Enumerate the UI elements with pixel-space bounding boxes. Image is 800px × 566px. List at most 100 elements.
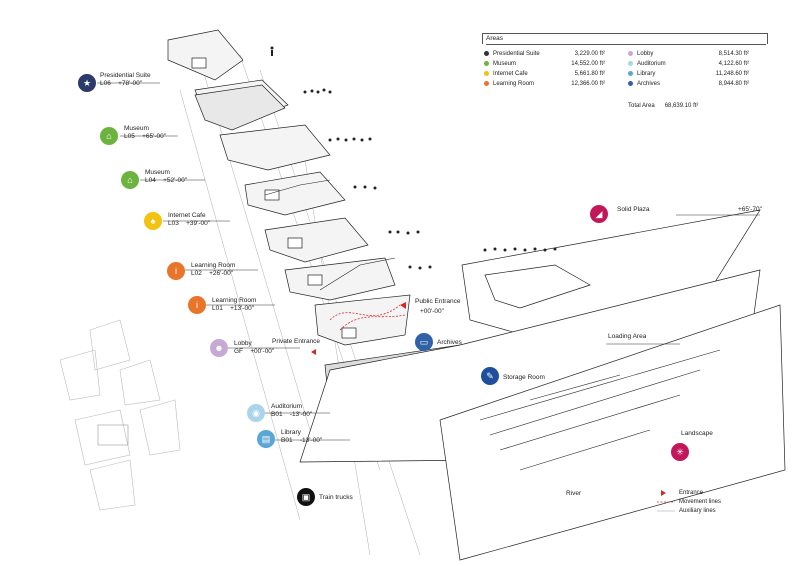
level-code: L01 [212, 305, 223, 312]
private-entrance-marker [311, 349, 316, 355]
private-entrance-label: Private Entrance [272, 338, 321, 345]
level-name: Auditorium [271, 403, 303, 410]
storage-room-label: Storage Room [503, 374, 545, 381]
area-name: Lobby [637, 50, 654, 57]
info-icon: i [167, 262, 185, 280]
wrench-icon: ✎ [481, 367, 499, 385]
level-code: L06 [100, 80, 111, 87]
area-value: 5,661.80 ft² [574, 70, 605, 77]
area-name: Archives [637, 80, 661, 87]
level-name: Lobby [234, 340, 252, 347]
level-elevation: -13'-00" [289, 411, 313, 418]
area-color-dot [628, 71, 633, 76]
level-name: Library [281, 429, 301, 436]
auxiliary-line-icon [657, 508, 679, 514]
area-name: Museum [493, 60, 517, 67]
ramps [264, 179, 396, 291]
level-name: Museum [145, 169, 170, 176]
area-value: 4,122.60 ft² [718, 60, 749, 67]
solid-plaza-elevation: +65'-70" [738, 206, 762, 213]
site-shards [299, 209, 786, 561]
people-icon: ☻ [210, 339, 228, 357]
level-elevation: +00'-00" [250, 348, 275, 355]
floor-plate-l01 [284, 257, 396, 301]
floor-plate-l03 [244, 171, 346, 216]
level-code: L05 [124, 133, 135, 140]
archives-label: Archives [437, 339, 462, 346]
level-code: B01 [281, 437, 293, 444]
area-row: Library 11,248.60 ft² [628, 69, 749, 78]
area-value: 14,552.00 ft² [571, 60, 605, 67]
level-code: B01 [271, 411, 283, 418]
total-area-value: 68,639.10 ft² [664, 103, 699, 109]
thumbs-up-icon: ♠ [144, 212, 162, 230]
level-elevation: +13'-00" [230, 305, 255, 312]
landscape-label: Landscape [681, 430, 713, 437]
entrance-triangle-icon [657, 489, 679, 496]
public-entrance-marker [400, 302, 406, 309]
level-name: Learning Room [212, 297, 257, 304]
area-color-dot [484, 81, 489, 86]
movement-line-icon [657, 499, 679, 505]
solid-plaza-label: Solid Plaza [617, 206, 650, 213]
level-elevation: -13'-00" [299, 437, 323, 444]
public-entrance-label: Public Entrance [415, 298, 461, 305]
area-name: Auditorium [637, 60, 666, 67]
total-area: Total Area 68,639.10 ft² [628, 103, 698, 109]
leader-lines [97, 82, 760, 441]
level-elevation: +65'-00" [142, 133, 167, 140]
area-row: Museum 14,552.00 ft² [484, 59, 605, 68]
presidential-seal-icon: ★ [78, 74, 96, 92]
floor-plate-gf [314, 294, 411, 346]
total-area-label: Total Area [628, 103, 655, 109]
level-code: GF [234, 348, 244, 355]
area-color-dot [628, 81, 633, 86]
legend: Entrance Movement lines Auxiliary lines [657, 488, 721, 515]
level-elevation: +26'-00" [209, 270, 234, 277]
level-code: L03 [168, 220, 179, 227]
area-color-dot [484, 61, 489, 66]
legend-entrance: Entrance [657, 488, 721, 497]
legend-entrance-label: Entrance [679, 489, 704, 496]
area-value: 8,514.30 ft² [718, 50, 749, 57]
archives-icon: ▭ [415, 333, 433, 351]
area-name: Library [637, 70, 656, 77]
level-name: Presidential Suite [100, 72, 151, 79]
loading-area-label: Loading Area [608, 333, 647, 340]
legend-auxiliary-label: Auxiliary lines [679, 507, 716, 514]
level-elevation: +52'-00" [163, 177, 188, 184]
public-entrance-elevation: +00'-00" [420, 308, 444, 315]
book-icon: ▤ [257, 430, 275, 448]
level-name: Internet Cafe [168, 212, 206, 219]
floor-plate-l04 [219, 124, 331, 171]
movement-lines [329, 304, 406, 331]
area-color-dot [628, 51, 633, 56]
area-value: 11,248.60 ft² [715, 70, 749, 77]
legend-movement-label: Movement lines [679, 498, 722, 505]
area-color-dot [484, 51, 489, 56]
site-strips [479, 349, 721, 471]
area-color-dot [484, 71, 489, 76]
area-value: 3,229.00 ft² [574, 50, 605, 57]
museum-icon: ⌂ [121, 171, 139, 189]
area-color-dot [628, 61, 633, 66]
river-label: River [566, 490, 582, 497]
level-code: L04 [145, 177, 156, 184]
legend-auxiliary: Auxiliary lines [657, 506, 721, 515]
river-shard [439, 304, 786, 561]
floor-plate-l02 [264, 217, 369, 263]
site-ghost [59, 319, 181, 511]
